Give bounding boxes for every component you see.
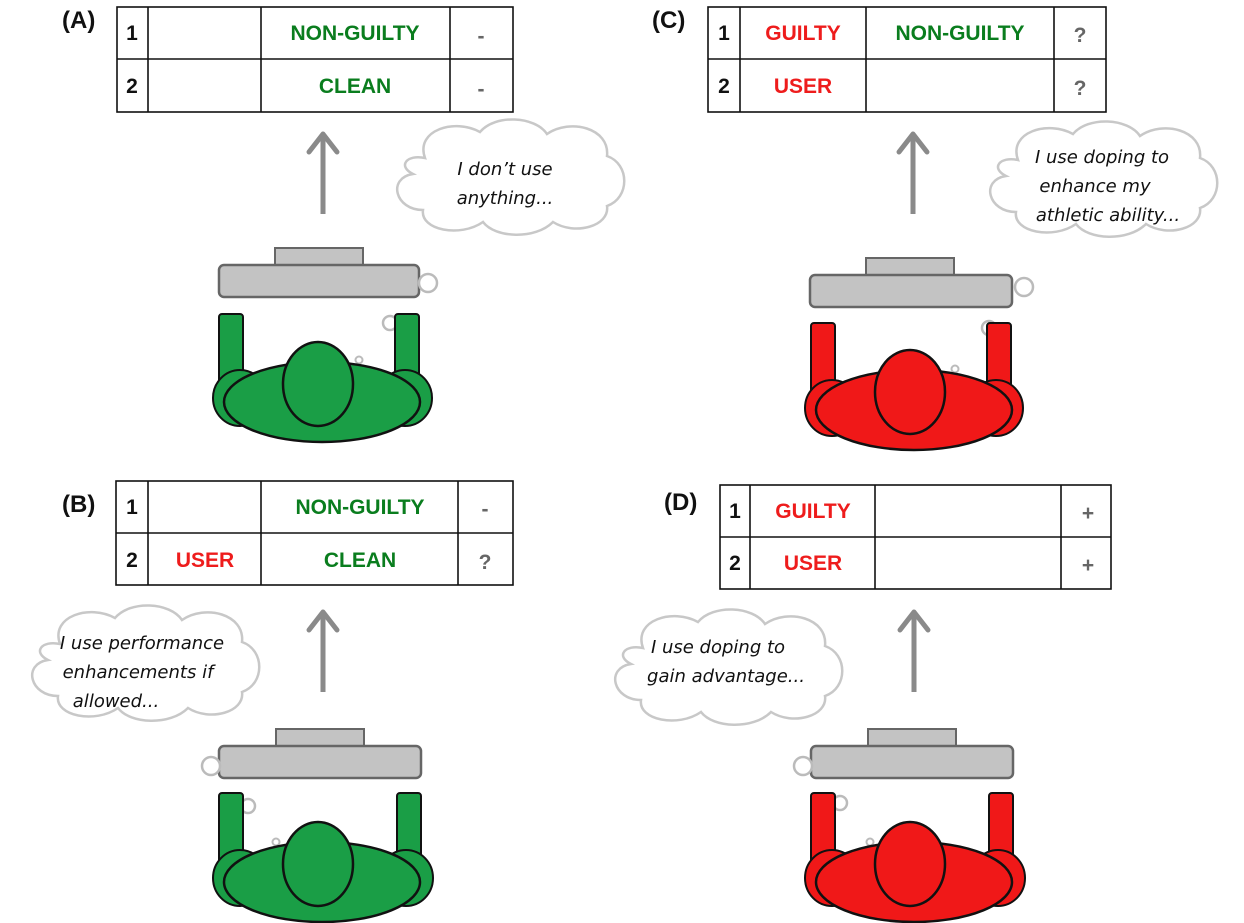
panel-label: (C) — [652, 7, 685, 34]
thought-line: enhancements if — [63, 662, 216, 683]
verdict-cell: NON-GUILTY — [295, 496, 424, 519]
up-arrow — [897, 609, 931, 692]
athlete-figure-red — [804, 257, 1035, 452]
mark-cell: ? — [1074, 24, 1087, 47]
mark-cell: - — [482, 498, 489, 521]
thought-line: athletic ability... — [1036, 205, 1180, 226]
thought-line: enhance my — [1039, 176, 1151, 197]
verdict-cell: NON-GUILTY — [895, 22, 1024, 45]
thought-line: I don’t use — [457, 159, 552, 180]
thought-line: I use doping to — [1035, 147, 1169, 168]
row-number: 1 — [729, 500, 741, 523]
row-number: 2 — [126, 75, 138, 98]
thought-line: gain advantage... — [647, 666, 805, 687]
thought-line: I use doping to — [651, 637, 785, 658]
verdict-cell: NON-GUILTY — [290, 22, 419, 45]
panel-label: (A) — [62, 7, 95, 34]
row-number: 1 — [718, 22, 730, 45]
panel-c: (C) 1 2 GUILTY USER NON-GUILTY ? ? I use… — [652, 6, 1219, 452]
row-number: 2 — [729, 552, 741, 575]
row-number: 2 — [718, 75, 730, 98]
evidence-table: 1 2 USER NON-GUILTY CLEAN - ? — [115, 480, 514, 586]
mark-cell: + — [1082, 502, 1094, 525]
row-number: 1 — [126, 22, 138, 45]
mark-cell: - — [478, 78, 485, 101]
thought-line: anything... — [457, 188, 554, 209]
panel-d: (D) 1 2 GUILTY USER + + I use doping to … — [613, 484, 1112, 923]
panel-a: (A) 1 2 NON-GUILTY CLEAN - - I don’t use… — [62, 6, 626, 444]
verdict-cell: GUILTY — [775, 500, 850, 523]
row-number: 2 — [126, 549, 138, 572]
panel-label: (D) — [664, 489, 697, 516]
verdict-cell: GUILTY — [765, 22, 840, 45]
mark-cell: - — [478, 25, 485, 48]
panel-label: (B) — [62, 491, 95, 518]
thought-line: allowed... — [73, 691, 159, 712]
mark-cell: + — [1082, 554, 1094, 577]
row-number: 1 — [126, 496, 138, 519]
evidence-table: 1 2 NON-GUILTY CLEAN - - — [116, 6, 514, 113]
up-arrow — [306, 609, 340, 692]
status-cell: CLEAN — [324, 549, 396, 572]
athlete-figure-red — [792, 728, 1026, 923]
thought-line: I use performance — [60, 633, 224, 654]
up-arrow — [896, 131, 930, 214]
up-arrow — [306, 131, 340, 214]
mark-cell: ? — [1074, 77, 1087, 100]
status-cell: USER — [176, 549, 234, 572]
status-cell: USER — [784, 552, 842, 575]
evidence-table: 1 2 GUILTY USER NON-GUILTY ? ? — [707, 6, 1107, 113]
status-cell: CLEAN — [319, 75, 391, 98]
mark-cell: ? — [479, 551, 492, 574]
panel-b: (B) 1 2 USER NON-GUILTY CLEAN - ? I use … — [30, 480, 514, 923]
athlete-figure-green — [212, 247, 439, 444]
athlete-figure-green — [200, 728, 434, 923]
evidence-table: 1 2 GUILTY USER + + — [719, 484, 1112, 590]
status-cell: USER — [774, 75, 832, 98]
